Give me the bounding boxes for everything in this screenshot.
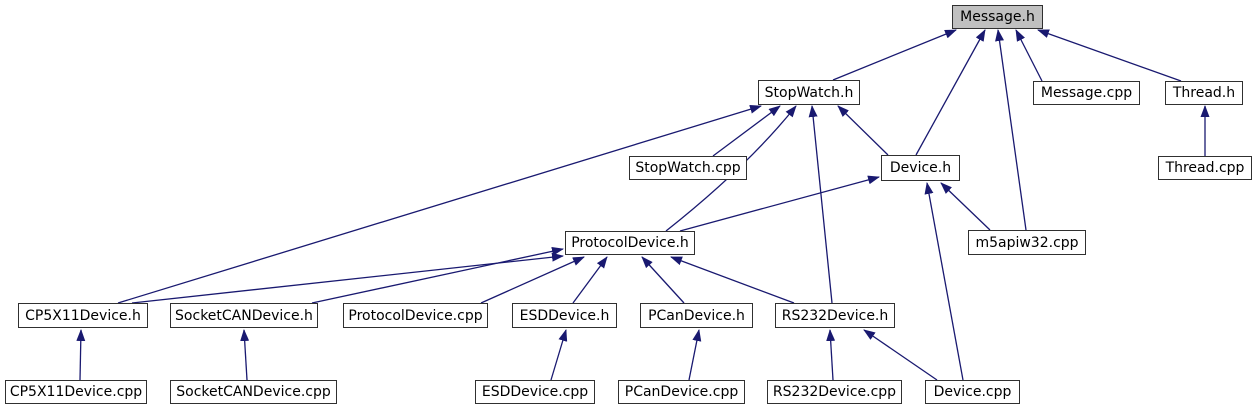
graph-node-device-h[interactable]: Device.h xyxy=(881,155,960,181)
graph-node-socketcandevice-cpp[interactable]: SocketCANDevice.cpp xyxy=(170,380,337,404)
edge-pcandevice-h-to-protocoldevice-h xyxy=(641,256,685,304)
edge-m5apiw32-cpp-to-message-h xyxy=(995,29,1027,231)
edge-m5apiw32-cpp-to-device-h xyxy=(940,182,991,231)
edge-rs232device-h-to-protocoldevice-h xyxy=(670,256,795,304)
graph-node-esddevice-h[interactable]: ESDDevice.h xyxy=(512,303,617,328)
graph-node-pcandevice-h[interactable]: PCanDevice.h xyxy=(640,303,753,328)
edge-rs232device-cpp-to-rs232device-h xyxy=(826,329,836,381)
graph-node-message-h[interactable]: Message.h xyxy=(952,5,1043,29)
edge-thread-h-to-message-h xyxy=(1037,29,1182,82)
graph-node-socketcandevice-h[interactable]: SocketCANDevice.h xyxy=(170,303,318,328)
graph-node-thread-h[interactable]: Thread.h xyxy=(1165,81,1243,105)
edge-message-cpp-to-message-h xyxy=(1015,29,1043,82)
edge-device-cpp-to-rs232device-h xyxy=(863,329,938,381)
edge-device-h-to-message-h xyxy=(915,29,986,156)
graph-node-protocoldevice-h[interactable]: ProtocolDevice.h xyxy=(565,231,695,255)
graph-node-rs232device-cpp[interactable]: RS232Device.cpp xyxy=(767,380,902,404)
edge-stopwatch-h-to-message-h xyxy=(832,29,957,81)
edge-device-cpp-to-device-h xyxy=(924,182,964,381)
graph-node-protocoldevice-cpp[interactable]: ProtocolDevice.cpp xyxy=(343,303,488,328)
graph-node-device-cpp[interactable]: Device.cpp xyxy=(925,380,1020,404)
edge-device-h-to-stopwatch-h xyxy=(837,105,889,156)
edge-pcandevice-cpp-to-pcandevice-h xyxy=(688,329,702,381)
graph-node-message-cpp[interactable]: Message.cpp xyxy=(1033,81,1140,105)
graph-node-stopwatch-h[interactable]: StopWatch.h xyxy=(758,80,860,105)
edge-rs232device-h-to-stopwatch-h xyxy=(808,105,833,304)
graph-node-stopwatch-cpp[interactable]: StopWatch.cpp xyxy=(629,156,747,180)
edge-socketcandevice-h-to-protocoldevice-h xyxy=(311,246,564,304)
edge-esddevice-h-to-protocoldevice-h xyxy=(572,256,608,304)
graph-node-esddevice-cpp[interactable]: ESDDevice.cpp xyxy=(475,380,595,404)
edge-protocoldevice-h-to-device-h xyxy=(679,175,880,232)
edge-cp5x11device-h-to-stopwatch-h xyxy=(117,104,762,304)
edge-esddevice-cpp-to-esddevice-h xyxy=(550,329,568,381)
graph-node-pcandevice-cpp[interactable]: PCanDevice.cpp xyxy=(618,380,745,404)
graph-node-cp5x11device-cpp[interactable]: CP5X11Device.cpp xyxy=(5,380,147,404)
edge-group xyxy=(76,29,1210,381)
edge-stopwatch-cpp-to-stopwatch-h xyxy=(712,105,781,157)
edge-cp5x11device-cpp-to-cp5x11device-h xyxy=(76,329,86,381)
edge-socketcandevice-cpp-to-socketcandevice-h xyxy=(240,329,250,381)
graph-node-m5apiw32-cpp[interactable]: m5apiw32.cpp xyxy=(968,230,1086,255)
graph-node-rs232device-h[interactable]: RS232Device.h xyxy=(775,303,895,328)
edge-protocoldevice-cpp-to-protocoldevice-h xyxy=(480,256,585,304)
graph-node-thread-cpp[interactable]: Thread.cpp xyxy=(1158,156,1252,180)
graph-node-cp5x11device-h[interactable]: CP5X11Device.h xyxy=(18,303,148,328)
